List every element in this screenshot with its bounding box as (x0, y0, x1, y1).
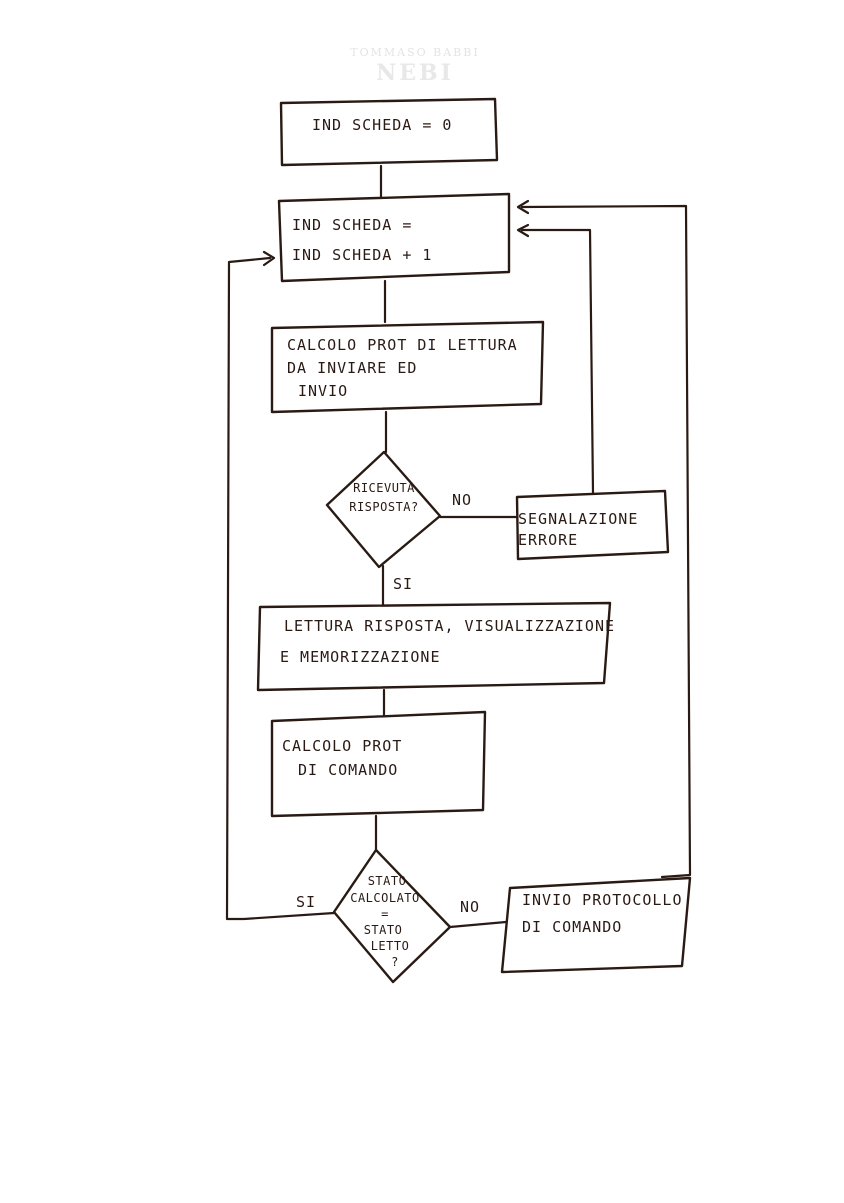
node-send-read-line1: CALCOLO PROT DI LETTURA (287, 336, 518, 354)
node-decision-state-line6: ? (391, 955, 399, 969)
node-read-reply-line2: E MEMORIZZAZIONE (280, 648, 441, 666)
node-send-command-line2: DI COMANDO (522, 918, 622, 936)
edge-label-reply-yes: SI (393, 575, 413, 593)
node-error-line1: SEGNALAZIONE (518, 510, 638, 528)
node-increment-shape (277, 192, 511, 283)
arrow-error-loop (516, 223, 530, 238)
node-decision-state-line1: STATO (368, 874, 407, 888)
node-send-command-shape (500, 876, 692, 974)
node-decision-state-line2: CALCOLATO (350, 891, 420, 905)
edge-label-reply-no: NO (452, 491, 472, 509)
edge-label-state-no: NO (460, 898, 480, 916)
node-decision-reply-shape (325, 450, 442, 569)
node-decision-state: STATO CALCOLATO = STATO LETTO ? (332, 848, 452, 984)
arrow-sendcommand-loop (516, 199, 530, 215)
node-read-reply-line1: LETTURA RISPOSTA, VISUALIZZAZIONE (284, 617, 615, 635)
edge-sendcommand-loop (520, 204, 692, 879)
node-init-shape (279, 97, 499, 167)
node-decision-reply-line2: RISPOSTA? (349, 500, 419, 514)
node-send-read-line3: INVIO (298, 382, 348, 400)
arrow-state-yes-loop (262, 250, 276, 267)
node-calc-command-line2: DI COMANDO (298, 761, 398, 779)
node-decision-state-line3: = (381, 907, 389, 921)
node-decision-state-shape (332, 848, 452, 984)
watermark-line1: TOMMASO BABBI (350, 46, 479, 59)
node-error: SEGNALAZIONE ERRORE (515, 489, 670, 561)
edge-label-state-yes: SI (296, 893, 316, 911)
node-decision-state-line4: STATO (364, 923, 403, 937)
node-read-reply: LETTURA RISPOSTA, VISUALIZZAZIONE E MEMO… (256, 601, 615, 692)
node-calc-command: CALCOLO PROT DI COMANDO (270, 710, 487, 818)
node-read-reply-shape (256, 601, 612, 692)
node-increment-line1: IND SCHEDA = (292, 216, 412, 234)
node-init-text: IND SCHEDA = 0 (312, 116, 452, 134)
node-increment-line2: IND SCHEDA + 1 (292, 246, 432, 264)
node-send-command: INVIO PROTOCOLLO DI COMANDO (500, 876, 692, 974)
node-increment: IND SCHEDA = IND SCHEDA + 1 (277, 192, 511, 283)
node-send-read: CALCOLO PROT DI LETTURA DA INVIARE ED IN… (270, 320, 545, 414)
node-calc-command-shape (270, 710, 487, 818)
node-init: IND SCHEDA = 0 (279, 97, 499, 167)
connectors (225, 164, 692, 929)
watermark-line2: NEBI (376, 60, 454, 86)
node-decision-reply-line1: RICEVUTA (353, 481, 415, 495)
node-send-read-shape (270, 320, 545, 414)
edge-state-yes-loop (225, 256, 336, 921)
node-send-read-line2: DA INVIARE ED (287, 359, 417, 377)
node-decision-state-line5: LETTO (371, 939, 410, 953)
node-error-line2: ERRORE (518, 531, 578, 549)
node-decision-reply: RICEVUTA RISPOSTA? (325, 450, 442, 569)
node-calc-command-line1: CALCOLO PROT (282, 737, 402, 755)
node-error-shape (515, 489, 670, 561)
edge-state-no (448, 920, 508, 929)
edge-error-loop (520, 228, 595, 495)
node-send-command-line1: INVIO PROTOCOLLO (522, 891, 683, 909)
